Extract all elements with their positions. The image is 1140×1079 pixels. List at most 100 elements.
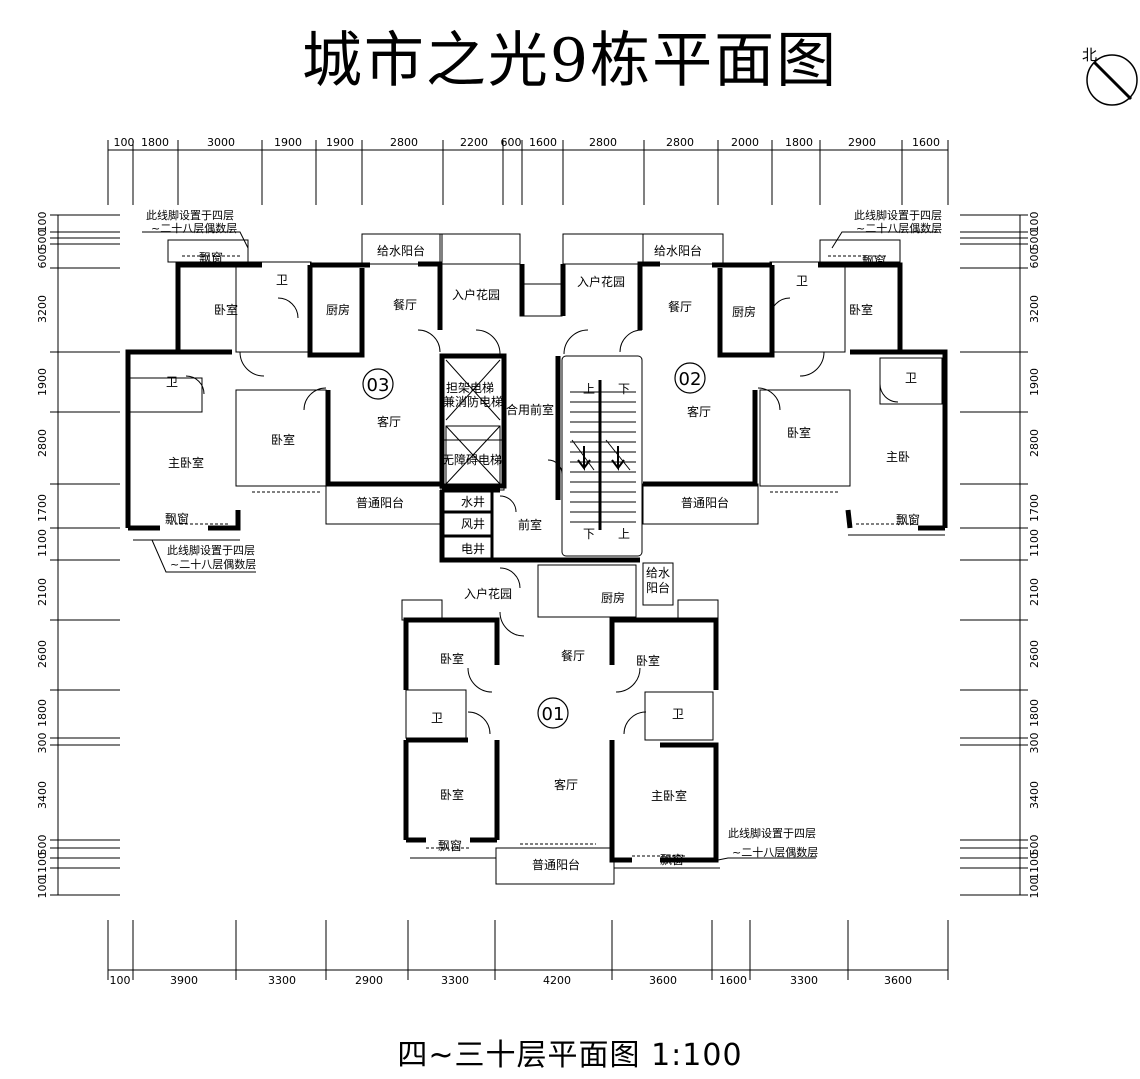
dim-bottom: 3300	[268, 974, 296, 987]
room-label: 卫	[672, 707, 684, 721]
dim-top: 2200	[460, 136, 488, 149]
dim-left: 2600	[36, 640, 49, 668]
shaft-walls	[444, 490, 494, 560]
dim-right: 2100	[1028, 578, 1041, 606]
dim-right: 1700	[1028, 494, 1041, 522]
dim-left: 1800	[36, 699, 49, 727]
dim-right: 2600	[1028, 640, 1041, 668]
dim-bottom: 3600	[649, 974, 677, 987]
dim-top: 2900	[848, 136, 876, 149]
dim-left: 3400	[36, 781, 49, 809]
room-label: 飘窗	[199, 251, 223, 265]
door-swings	[185, 297, 899, 735]
dim-top: 1600	[912, 136, 940, 149]
dim-top: 600	[501, 136, 522, 149]
room-label: 卫	[166, 375, 178, 389]
dim-left: 100	[36, 212, 49, 233]
dim-bottom: 2900	[355, 974, 383, 987]
room-label: 飘窗	[862, 254, 886, 268]
dim-left: 500	[36, 230, 49, 251]
room-label: 飘窗	[660, 853, 684, 867]
room-label: 给水阳台	[377, 243, 425, 258]
plan-title: 城市之光9栋平面图	[301, 26, 839, 96]
room-label: 前室	[518, 517, 542, 532]
room-label: 入户花园	[452, 287, 500, 302]
dim-bottom: 1600	[719, 974, 747, 987]
unit-02-label: 02	[679, 369, 702, 390]
dim-bottom: 3300	[441, 974, 469, 987]
room-label: 电井	[461, 542, 485, 556]
dim-right: 100	[1028, 212, 1041, 233]
room-label: 卧室	[271, 432, 295, 447]
note-line: ~二十八层偶数层	[856, 221, 942, 235]
room-label: 餐厅	[393, 297, 417, 312]
room-label: 卧室	[440, 651, 464, 666]
room-label: 主卧	[886, 450, 910, 464]
room-label: 卧室	[849, 302, 873, 317]
dim-top: 1800	[785, 136, 813, 149]
room-label: 给水	[646, 566, 670, 580]
room-label: 卧室	[787, 425, 811, 440]
north-label: 北	[1082, 46, 1098, 64]
dim-left: 1700	[36, 494, 49, 522]
room-label: 阳台	[646, 580, 670, 595]
dim-top: 2800	[666, 136, 694, 149]
note-line: 此线脚设置于四层	[167, 543, 255, 557]
top-dimensions: 100 1800 3000 1900 1900 2800 2200 600 16…	[114, 136, 941, 149]
dim-top: 2800	[589, 136, 617, 149]
dim-bottom: 3300	[790, 974, 818, 987]
note-leaders	[142, 231, 938, 861]
room-label: 无障碍电梯	[442, 452, 502, 467]
dim-left: 1100	[36, 852, 49, 880]
staircase	[570, 380, 636, 530]
dim-top: 1800	[141, 136, 169, 149]
room-label: 厨房	[601, 590, 625, 605]
room-label: 上	[618, 527, 630, 541]
dim-bottom: 3600	[884, 974, 912, 987]
room-label: 客厅	[687, 404, 711, 419]
room-label: 普通阳台	[532, 857, 580, 872]
dim-top: 2800	[390, 136, 418, 149]
dim-top: 1900	[326, 136, 354, 149]
room-label: 卧室	[636, 653, 660, 668]
room-label: 卫	[905, 371, 917, 385]
bottom-dimensions: 100 3900 3300 2900 3300 4200 3600 1600 3…	[110, 974, 913, 987]
dim-left: 300	[36, 733, 49, 754]
room-label: 卫	[796, 274, 808, 288]
dim-right: 2800	[1028, 429, 1041, 457]
room-label: 客厅	[377, 414, 401, 429]
dim-top: 3000	[207, 136, 235, 149]
dimension-lines	[57, 149, 1021, 971]
room-label: 飘窗	[165, 512, 189, 526]
room-label: 入户花园	[464, 586, 512, 601]
dim-left: 100	[36, 878, 49, 899]
room-label: 下	[618, 382, 630, 396]
note-line: ~二十八层偶数层	[170, 557, 256, 571]
dim-right: 600	[1028, 248, 1041, 269]
dim-top: 100	[114, 136, 135, 149]
room-label: 厨房	[326, 302, 350, 317]
room-label: 卫	[276, 273, 288, 287]
room-label: 入户花园	[577, 274, 625, 289]
room-label: 普通阳台	[681, 495, 729, 510]
thick-walls	[125, 261, 948, 863]
notes: 此线脚设置于四层 ~二十八层偶数层 此线脚设置于四层 ~二十八层偶数层 此线脚设…	[146, 208, 942, 859]
window-marks	[170, 255, 914, 857]
note-line: 此线脚设置于四层	[146, 208, 234, 222]
dim-right: 1100	[1028, 529, 1041, 557]
dim-top: 1900	[274, 136, 302, 149]
dim-left: 500	[36, 835, 49, 856]
room-label: 飘窗	[896, 513, 920, 527]
dim-left: 2800	[36, 429, 49, 457]
dim-right: 500	[1028, 835, 1041, 856]
room-label: 主卧室	[651, 788, 687, 803]
room-label: 上	[583, 382, 595, 396]
dim-right: 3200	[1028, 295, 1041, 323]
room-label: 餐厅	[561, 648, 585, 663]
dim-left: 1100	[36, 529, 49, 557]
unit-01-label: 01	[542, 704, 565, 725]
dim-left: 1900	[36, 368, 49, 396]
dim-top: 2000	[731, 136, 759, 149]
room-label: 卧室	[214, 302, 238, 317]
north-arrow-icon	[1086, 54, 1138, 106]
